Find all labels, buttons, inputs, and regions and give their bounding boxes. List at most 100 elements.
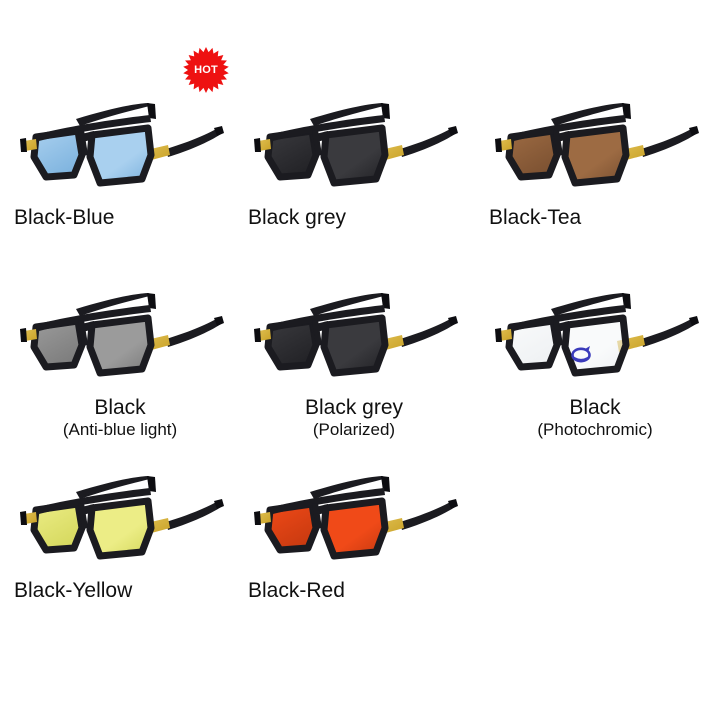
variant-name: Black-Red (248, 579, 345, 602)
lens-left (268, 131, 316, 177)
variant-label-group: Black-Tea (489, 206, 701, 230)
temple-arm-left-stub (254, 328, 261, 342)
gold-hinge-left (499, 139, 512, 151)
variant-label-group: Black-Red (248, 579, 460, 603)
brow-bar (268, 488, 385, 515)
temple-arm-near (641, 318, 696, 347)
variant-name: Black (94, 396, 146, 419)
variant-option-black-tea[interactable]: Black-Tea (489, 95, 720, 230)
lens-right-rim (86, 124, 155, 187)
sunglasses-image-black-grey-polarized[interactable] (248, 285, 460, 390)
lens-right (90, 128, 151, 183)
lens-right-rim (561, 314, 630, 377)
sunglasses-image-black-yellow[interactable] (14, 468, 226, 573)
lens-right-rim (320, 497, 389, 560)
gold-hinge-left (24, 139, 37, 151)
temple-arm-near (166, 318, 221, 347)
temple-arm-left-stub (20, 328, 27, 342)
bridge-post (78, 130, 88, 156)
sunglasses-image-black-tea[interactable] (489, 95, 701, 200)
bridge-post (78, 320, 88, 346)
lens-right (324, 128, 385, 183)
lens-right (90, 318, 151, 373)
lens-logo-sticker (571, 346, 591, 363)
sunglasses-image-black-grey[interactable] (248, 95, 460, 200)
temple-arm-near (166, 501, 221, 530)
hot-badge: HOT (182, 46, 230, 94)
bridge-post (312, 130, 322, 156)
variant-option-black-red[interactable]: Black-Red (248, 468, 488, 603)
temple-arm-near (400, 128, 455, 157)
variant-option-black-photochromic[interactable]: Black(Photochromic) (489, 285, 720, 439)
sunglasses-image-black-red[interactable] (248, 468, 460, 573)
variant-name: Black-Tea (489, 206, 582, 229)
temple-arm-near (400, 501, 455, 530)
gold-hinge-left (258, 329, 271, 341)
variant-label-group: Black grey (248, 206, 460, 230)
lens-right (565, 128, 626, 183)
gold-hinge-left (499, 329, 512, 341)
lens-right-rim (561, 124, 630, 187)
temple-arm-left-stub (254, 511, 261, 525)
bridge-post (312, 320, 322, 346)
variant-name: Black (569, 396, 621, 419)
variant-option-black-grey-polarized[interactable]: Black grey(Polarized) (248, 285, 488, 439)
lens-left (509, 131, 557, 177)
bridge-post (553, 130, 563, 156)
gold-hinge-left (258, 139, 271, 151)
variant-name: Black grey (248, 206, 347, 229)
lens-right-rim (86, 497, 155, 560)
variant-label-group: Black(Anti-blue light) (14, 396, 226, 439)
temple-arm-near (641, 128, 696, 157)
bridge-post (553, 320, 563, 346)
variant-name: Black grey (304, 396, 404, 419)
variant-label-group: Black(Photochromic) (489, 396, 701, 439)
lens-left (34, 131, 82, 177)
lens-right-rim (320, 314, 389, 377)
variant-label-group: Black grey(Polarized) (248, 396, 460, 439)
temple-arm-near (166, 128, 221, 157)
variant-label-group: Black-Blue (14, 206, 226, 230)
lens-right-rim (320, 124, 389, 187)
brow-bar (34, 115, 151, 142)
sunglasses-image-black-photochromic[interactable] (489, 285, 701, 390)
sunglasses-image-black-anti-blue[interactable] (14, 285, 226, 390)
temple-arm-left-stub (495, 328, 502, 342)
lens-right (324, 318, 385, 373)
variant-name-qualifier: (Photochromic) (537, 419, 653, 439)
lens-left (268, 321, 316, 367)
brow-bar (268, 115, 385, 142)
lens-left (34, 321, 82, 367)
gold-hinge-left (258, 512, 271, 524)
temple-arm-left-stub (20, 138, 27, 152)
variant-label-group: Black-Yellow (14, 579, 226, 603)
lens-left (34, 504, 82, 550)
temple-arm-left-stub (254, 138, 261, 152)
brow-bar (509, 305, 626, 332)
bridge-post (312, 503, 322, 529)
lens-left (509, 321, 557, 367)
lens-left (268, 504, 316, 550)
variant-name-qualifier: (Polarized) (312, 419, 396, 439)
temple-arm-near (400, 318, 455, 347)
variant-option-black-anti-blue[interactable]: Black(Anti-blue light) (14, 285, 254, 439)
gold-hinge-left (24, 512, 37, 524)
lens-right (324, 501, 385, 556)
brow-bar (268, 305, 385, 332)
variant-name-qualifier: (Anti-blue light) (62, 419, 178, 439)
variant-name: Black-Blue (14, 206, 115, 229)
variant-option-black-grey[interactable]: Black grey (248, 95, 488, 230)
gold-hinge-left (24, 329, 37, 341)
temple-arm-left-stub (495, 138, 502, 152)
brow-bar (34, 488, 151, 515)
variant-option-black-blue[interactable]: Black-Blue (14, 95, 254, 230)
brow-bar (34, 305, 151, 332)
variant-option-black-yellow[interactable]: Black-Yellow (14, 468, 254, 603)
bridge-post (78, 503, 88, 529)
brow-bar (509, 115, 626, 142)
lens-right-rim (86, 314, 155, 377)
sunglasses-image-black-blue[interactable] (14, 95, 226, 200)
lens-right (90, 501, 151, 556)
variant-name: Black-Yellow (14, 579, 133, 602)
